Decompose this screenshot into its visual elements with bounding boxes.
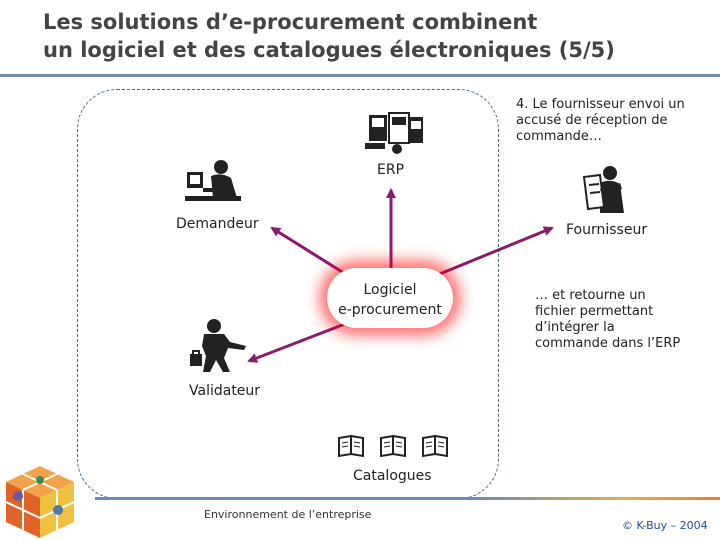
step4b-line: … et retourne un (535, 288, 646, 303)
arrow-to-validateur (247, 320, 351, 363)
step4-line: 4. Le fournisseur envoi un (516, 97, 685, 112)
kbuy-cube-logo (5, 466, 75, 538)
fournisseur-label: Fournisseur (566, 222, 648, 238)
core-line-2: e-procurement (338, 302, 442, 318)
title-rule (0, 74, 720, 77)
validateur-label: Validateur (189, 383, 261, 399)
step4b-line: commande dans l’ERP (535, 336, 681, 351)
erp-label: ERP (377, 162, 405, 178)
validateur-person-icon (190, 319, 246, 372)
catalogue-book-icon (380, 434, 406, 458)
copyright-text: © K-Buy – 2004 (622, 519, 708, 532)
environment-label: Environnement de l’entreprise (204, 508, 372, 521)
step4-line: commande… (516, 129, 602, 144)
demandeur-person-icon (185, 160, 241, 201)
fournisseur-person-icon (582, 166, 624, 213)
catalogue-book-icon (338, 434, 364, 458)
step4b-line: d’intégrer la (535, 320, 615, 335)
step4-line: accusé de réception de (516, 113, 668, 128)
demandeur-label: Demandeur (176, 216, 259, 232)
slide-title: Les solutions d’e-procurement combinent … (43, 8, 703, 64)
e-procurement-software-node: Logiciel e-procurement (327, 268, 453, 328)
catalogues-label: Catalogues (353, 468, 432, 484)
title-line-1: Les solutions d’e-procurement combinent (43, 10, 538, 34)
step4-note: 4. Le fournisseur envoi un accusé de réc… (516, 97, 685, 145)
catalogues-icons (338, 434, 448, 458)
step4b-note: … et retourne un fichier permettant d’in… (535, 288, 680, 352)
footer-bar (95, 497, 720, 500)
step4b-line: fichier permettant (535, 304, 654, 319)
erp-computer-icon (361, 107, 429, 157)
title-line-2: un logiciel et des catalogues électroniq… (43, 38, 615, 62)
arrow-to-fournisseur (424, 226, 554, 282)
catalogue-book-icon (422, 434, 448, 458)
core-line-1: Logiciel (363, 282, 417, 298)
